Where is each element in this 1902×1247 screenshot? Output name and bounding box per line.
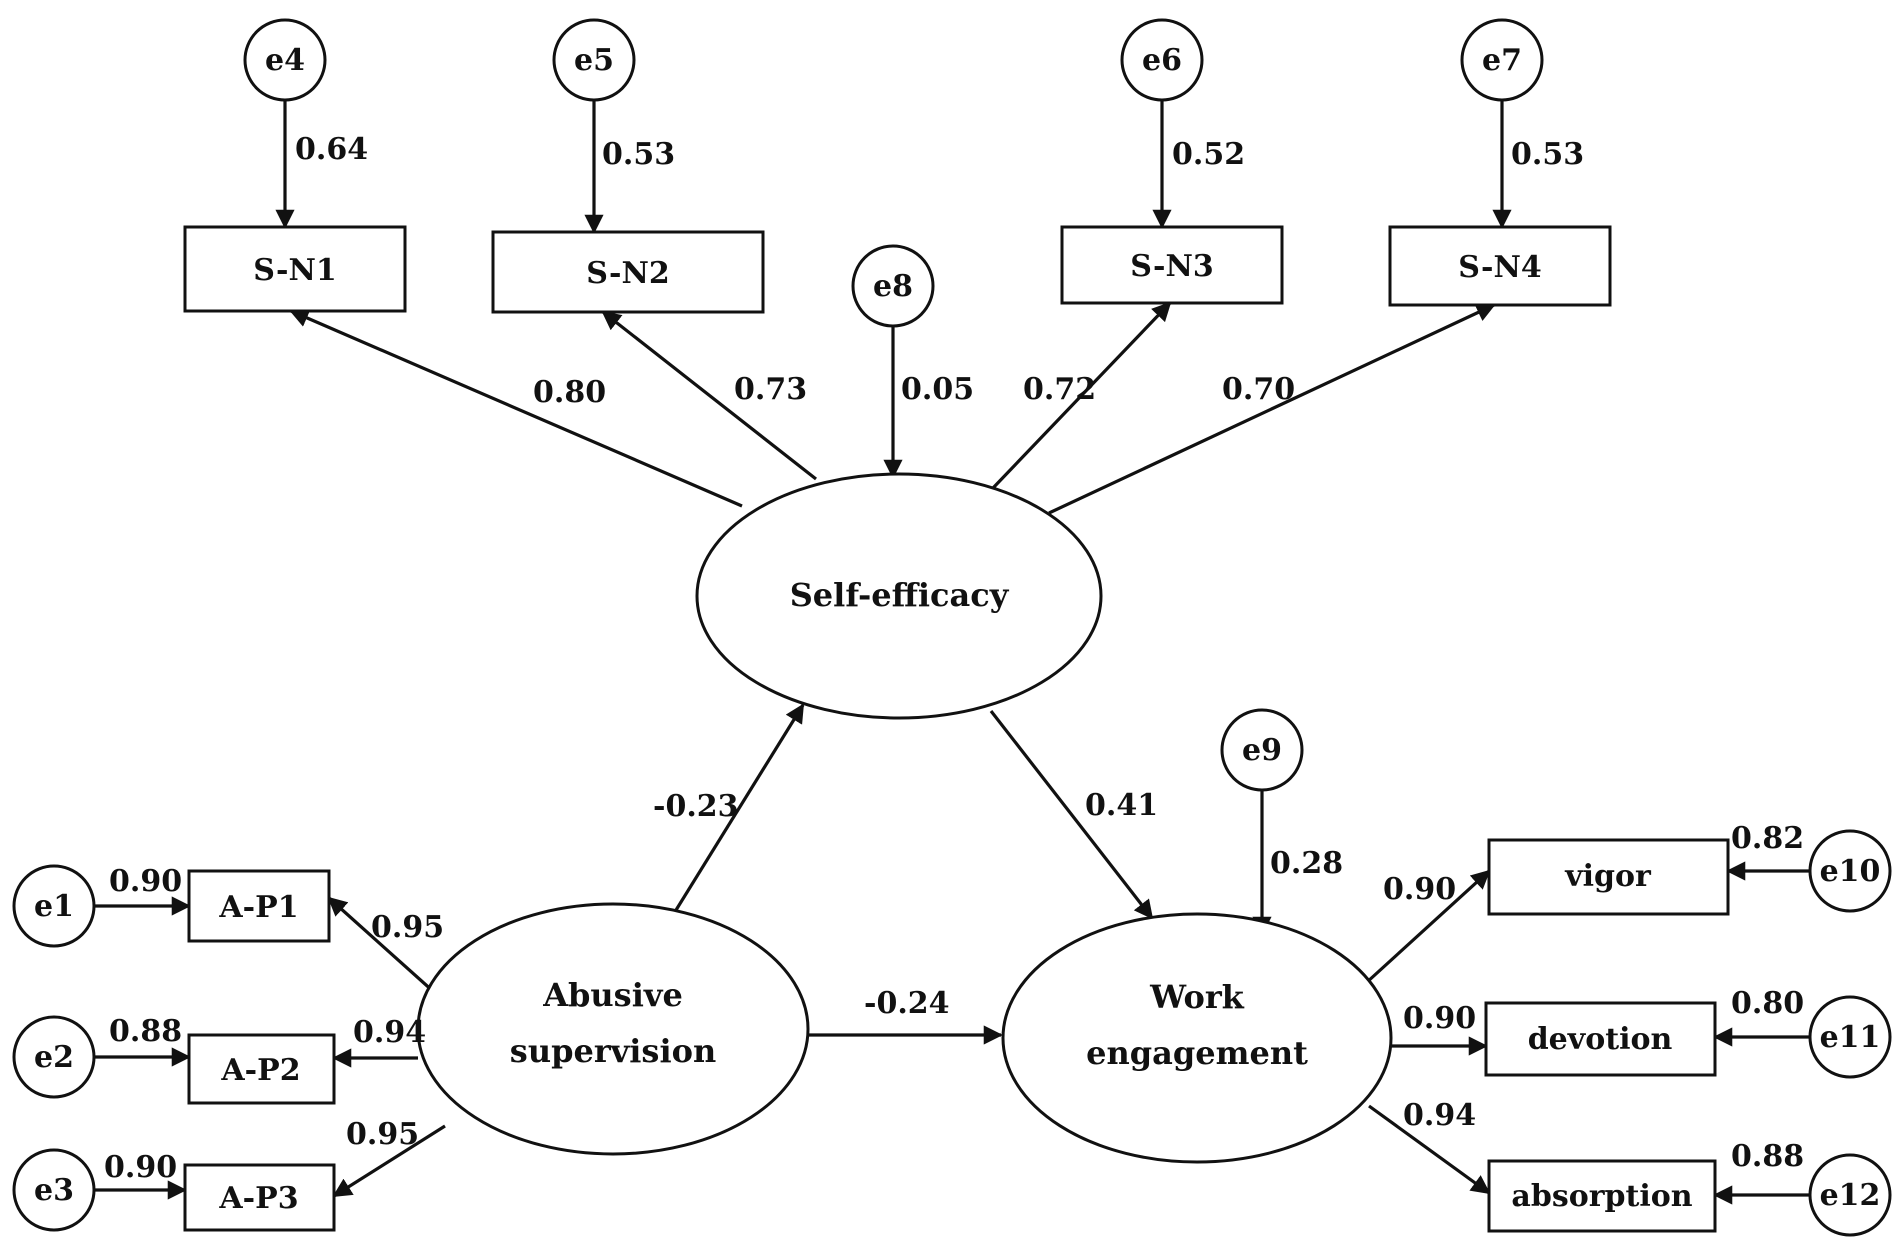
latent-abusive-supervision-label-line1: Abusive (542, 976, 683, 1014)
error-e9-label: e9 (1242, 733, 1282, 768)
edge-se-sn3 (991, 301, 1172, 490)
latent-self-efficacy-label: Self-efficacy (790, 576, 1010, 614)
latent-work-engagement[interactable]: Work engagement (1001, 912, 1393, 1164)
coef-se-we: 0.41 (1085, 788, 1158, 823)
error-e4[interactable]: e4 (243, 18, 327, 102)
error-e2[interactable]: e2 (12, 1015, 96, 1099)
coef-e11-devotion: 0.80 (1731, 986, 1804, 1021)
latent-abusive-supervision-label-line2: supervision (510, 1032, 716, 1070)
latent-self-efficacy[interactable]: Self-efficacy (695, 472, 1103, 720)
error-e6[interactable]: e6 (1120, 18, 1204, 102)
edge-we-vigor (1364, 869, 1491, 985)
indicator-ap2-label: A-P2 (220, 1053, 300, 1088)
error-e9[interactable]: e9 (1220, 708, 1304, 792)
indicator-ap3[interactable]: A-P3 (183, 1163, 336, 1232)
coef-e2-ap2: 0.88 (109, 1014, 182, 1049)
coef-e5-sn2: 0.53 (602, 137, 675, 172)
error-e3-label: e3 (34, 1173, 74, 1208)
edge-we-absorption (1368, 1104, 1491, 1195)
indicator-sn1-label: S-N1 (253, 253, 337, 288)
error-e7-label: e7 (1482, 43, 1522, 78)
error-e1[interactable]: e1 (12, 864, 96, 948)
indicator-sn2[interactable]: S-N2 (491, 230, 765, 314)
indicator-absorption[interactable]: absorption (1487, 1159, 1717, 1233)
coef-e4-sn1: 0.64 (295, 132, 368, 167)
coef-as-se: -0.23 (653, 789, 739, 824)
error-e11[interactable]: e11 (1808, 995, 1892, 1079)
coef-e6-sn3: 0.52 (1172, 137, 1245, 172)
coef-as-ap2: 0.94 (353, 1015, 426, 1050)
indicator-sn3-label: S-N3 (1130, 249, 1214, 284)
coef-se-sn2: 0.73 (734, 372, 807, 407)
error-e8-label: e8 (873, 269, 913, 304)
indicator-sn4-label: S-N4 (1458, 250, 1542, 285)
edge-as-ap3 (332, 1124, 446, 1198)
coef-e3-ap3: 0.90 (104, 1150, 177, 1185)
error-e5[interactable]: e5 (552, 18, 636, 102)
indicator-sn2-label: S-N2 (586, 256, 670, 291)
coef-se-sn3: 0.72 (1023, 372, 1096, 407)
indicator-ap1[interactable]: A-P1 (187, 869, 331, 943)
error-e10[interactable]: e10 (1808, 829, 1892, 913)
edge-se-sn4 (1048, 303, 1496, 515)
coef-e12-absorption: 0.88 (1731, 1139, 1804, 1174)
coef-e9-we: 0.28 (1270, 846, 1343, 881)
error-e11-label: e11 (1820, 1020, 1881, 1055)
error-e2-label: e2 (34, 1040, 74, 1075)
edge-se-sn1 (289, 309, 743, 508)
error-e12[interactable]: e12 (1808, 1153, 1892, 1237)
edge-as-se (666, 703, 805, 924)
coef-e7-sn4: 0.53 (1511, 137, 1584, 172)
error-e5-label: e5 (574, 43, 614, 78)
latent-abusive-supervision[interactable]: Abusive supervision (416, 902, 810, 1156)
coef-we-vigor: 0.90 (1383, 872, 1456, 907)
error-e1-label: e1 (34, 889, 74, 924)
indicator-ap3-label: A-P3 (218, 1181, 298, 1216)
error-e6-label: e6 (1142, 43, 1182, 78)
coef-as-ap3: 0.95 (346, 1117, 419, 1152)
indicator-sn1[interactable]: S-N1 (183, 225, 407, 313)
indicator-sn4[interactable]: S-N4 (1388, 225, 1612, 307)
edge-se-we (989, 710, 1154, 920)
coef-we-absorption: 0.94 (1403, 1098, 1476, 1133)
coef-se-sn1: 0.80 (533, 375, 606, 410)
latent-work-engagement-label-line1: Work (1149, 978, 1245, 1016)
error-e8[interactable]: e8 (851, 244, 935, 328)
coef-we-devotion: 0.90 (1403, 1001, 1476, 1036)
error-e12-label: e12 (1820, 1178, 1881, 1213)
error-e10-label: e10 (1820, 854, 1881, 889)
coef-as-ap1: 0.95 (371, 910, 444, 945)
coef-e10-vigor: 0.82 (1731, 821, 1804, 856)
coef-se-sn4: 0.70 (1222, 372, 1295, 407)
edge-as-ap1 (327, 896, 437, 995)
indicator-vigor[interactable]: vigor (1487, 838, 1730, 916)
latent-work-engagement-label-line2: engagement (1086, 1034, 1308, 1072)
coefficient-labels: 0.64 0.53 0.52 0.53 0.80 0.73 0.05 0.72 … (104, 132, 1804, 1185)
edges (94, 101, 1810, 1205)
indicator-sn3[interactable]: S-N3 (1060, 225, 1284, 305)
error-e4-label: e4 (265, 43, 305, 78)
error-e7[interactable]: e7 (1460, 18, 1544, 102)
indicator-devotion-label: devotion (1528, 1022, 1673, 1057)
coef-e1-ap1: 0.90 (109, 864, 182, 899)
indicator-ap1-label: A-P1 (218, 890, 298, 925)
error-e3[interactable]: e3 (12, 1148, 96, 1232)
coef-as-we: -0.24 (864, 986, 950, 1021)
coef-e8-se: 0.05 (901, 372, 974, 407)
indicator-devotion[interactable]: devotion (1484, 1001, 1717, 1077)
indicator-vigor-label: vigor (1564, 859, 1652, 894)
indicator-ap2[interactable]: A-P2 (187, 1033, 336, 1105)
edge-se-sn2 (601, 310, 817, 481)
indicator-absorption-label: absorption (1511, 1179, 1692, 1214)
